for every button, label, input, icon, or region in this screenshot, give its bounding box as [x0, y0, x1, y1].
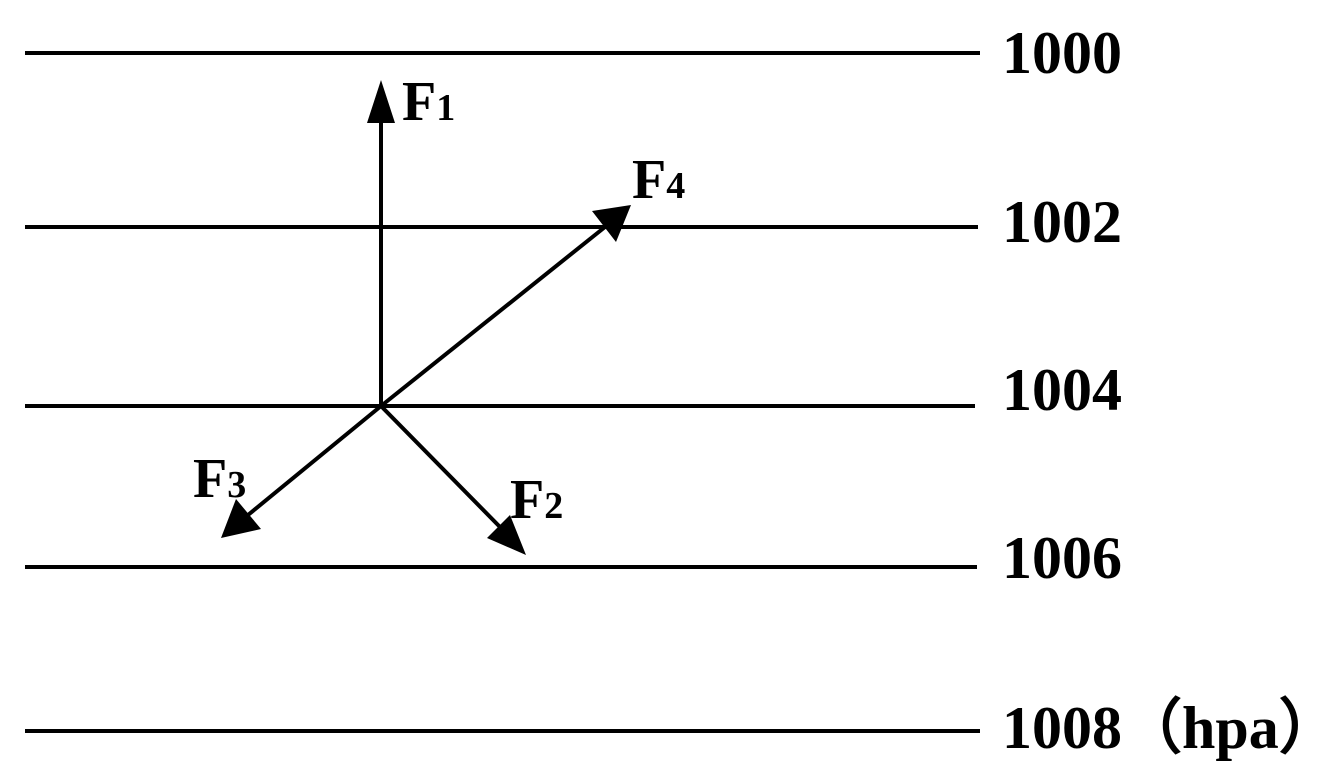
isobar-label-1000: 1000 — [1002, 20, 1122, 86]
arrowhead-f2 — [487, 515, 526, 555]
arrowhead-f1 — [367, 80, 395, 123]
force-label-f1: F1 — [402, 71, 455, 133]
arrowhead-f3 — [221, 499, 261, 538]
isobar-label-1006: 1006 — [1002, 525, 1122, 591]
force-label-f2: F2 — [510, 469, 563, 531]
isobar-label-1008: 1008（hpa） — [1002, 694, 1322, 761]
isobar-label-1002: 1002 — [1002, 189, 1122, 255]
force-arrow-f2 — [379, 404, 526, 555]
force-label-f4: F4 — [632, 149, 685, 211]
isobar-label-1004: 1004 — [1002, 357, 1122, 423]
pressure-unit: （hpa） — [1122, 694, 1322, 761]
force-arrow-f3 — [221, 404, 383, 538]
force-label-f3: F3 — [193, 448, 246, 510]
force-arrow-f4 — [379, 205, 631, 408]
arrowhead-f4 — [592, 205, 631, 242]
force-arrow-f1 — [367, 80, 395, 406]
